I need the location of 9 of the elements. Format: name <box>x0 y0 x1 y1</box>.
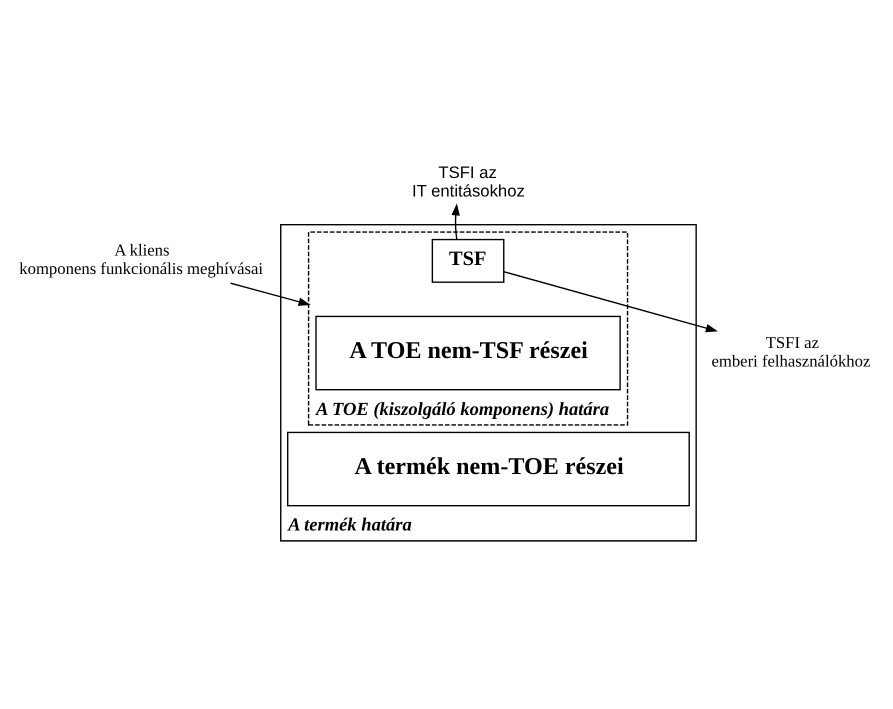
arrow <box>230 282 311 306</box>
node-text: A kliens komponens funkcionális meghívásai <box>19 240 264 278</box>
arrow <box>504 271 718 332</box>
node-box: A TOE nem-TSF részei <box>315 316 621 390</box>
node-text: TSFI az IT entitásokhoz <box>412 162 525 200</box>
node-box: A termék nem-TOE részei <box>287 432 690 506</box>
node-text: TSFI az emberi felhasználókhoz <box>711 332 870 370</box>
arrow <box>451 203 460 240</box>
node-box: TSF <box>432 238 504 283</box>
